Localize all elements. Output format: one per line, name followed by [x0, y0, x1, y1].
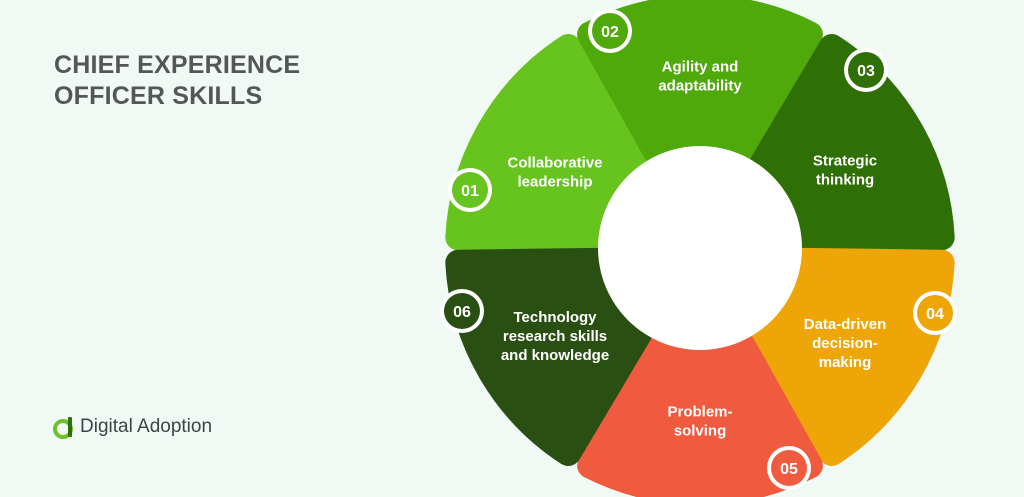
segment-05 [577, 332, 823, 497]
step-number-06: 06 [453, 304, 471, 321]
step-badge-01: 01 [448, 168, 492, 212]
segment-label-05: Problem-solving [667, 404, 732, 440]
brand-name: Digital Adoption [80, 416, 213, 437]
center-hole [598, 146, 802, 350]
brand-logo: Digital Adoption [52, 414, 212, 440]
title-line-1: CHIEF EXPERIENCE [54, 51, 301, 79]
digital-adoption-logo-icon [53, 417, 73, 439]
page-title: CHIEF EXPERIENCE OFFICER SKILLS [54, 50, 300, 112]
step-badge-06: 06 [440, 289, 484, 333]
step-number-04: 04 [926, 306, 944, 323]
step-number-02: 02 [601, 24, 619, 41]
step-badge-03: 03 [844, 48, 888, 92]
step-number-05: 05 [780, 461, 798, 478]
title-line-2: OFFICER SKILLS [54, 82, 263, 110]
step-badge-05: 05 [767, 446, 811, 490]
step-badge-04: 04 [913, 291, 957, 335]
step-number-03: 03 [857, 63, 875, 80]
step-number-01: 01 [461, 183, 479, 200]
step-badge-02: 02 [588, 9, 632, 53]
